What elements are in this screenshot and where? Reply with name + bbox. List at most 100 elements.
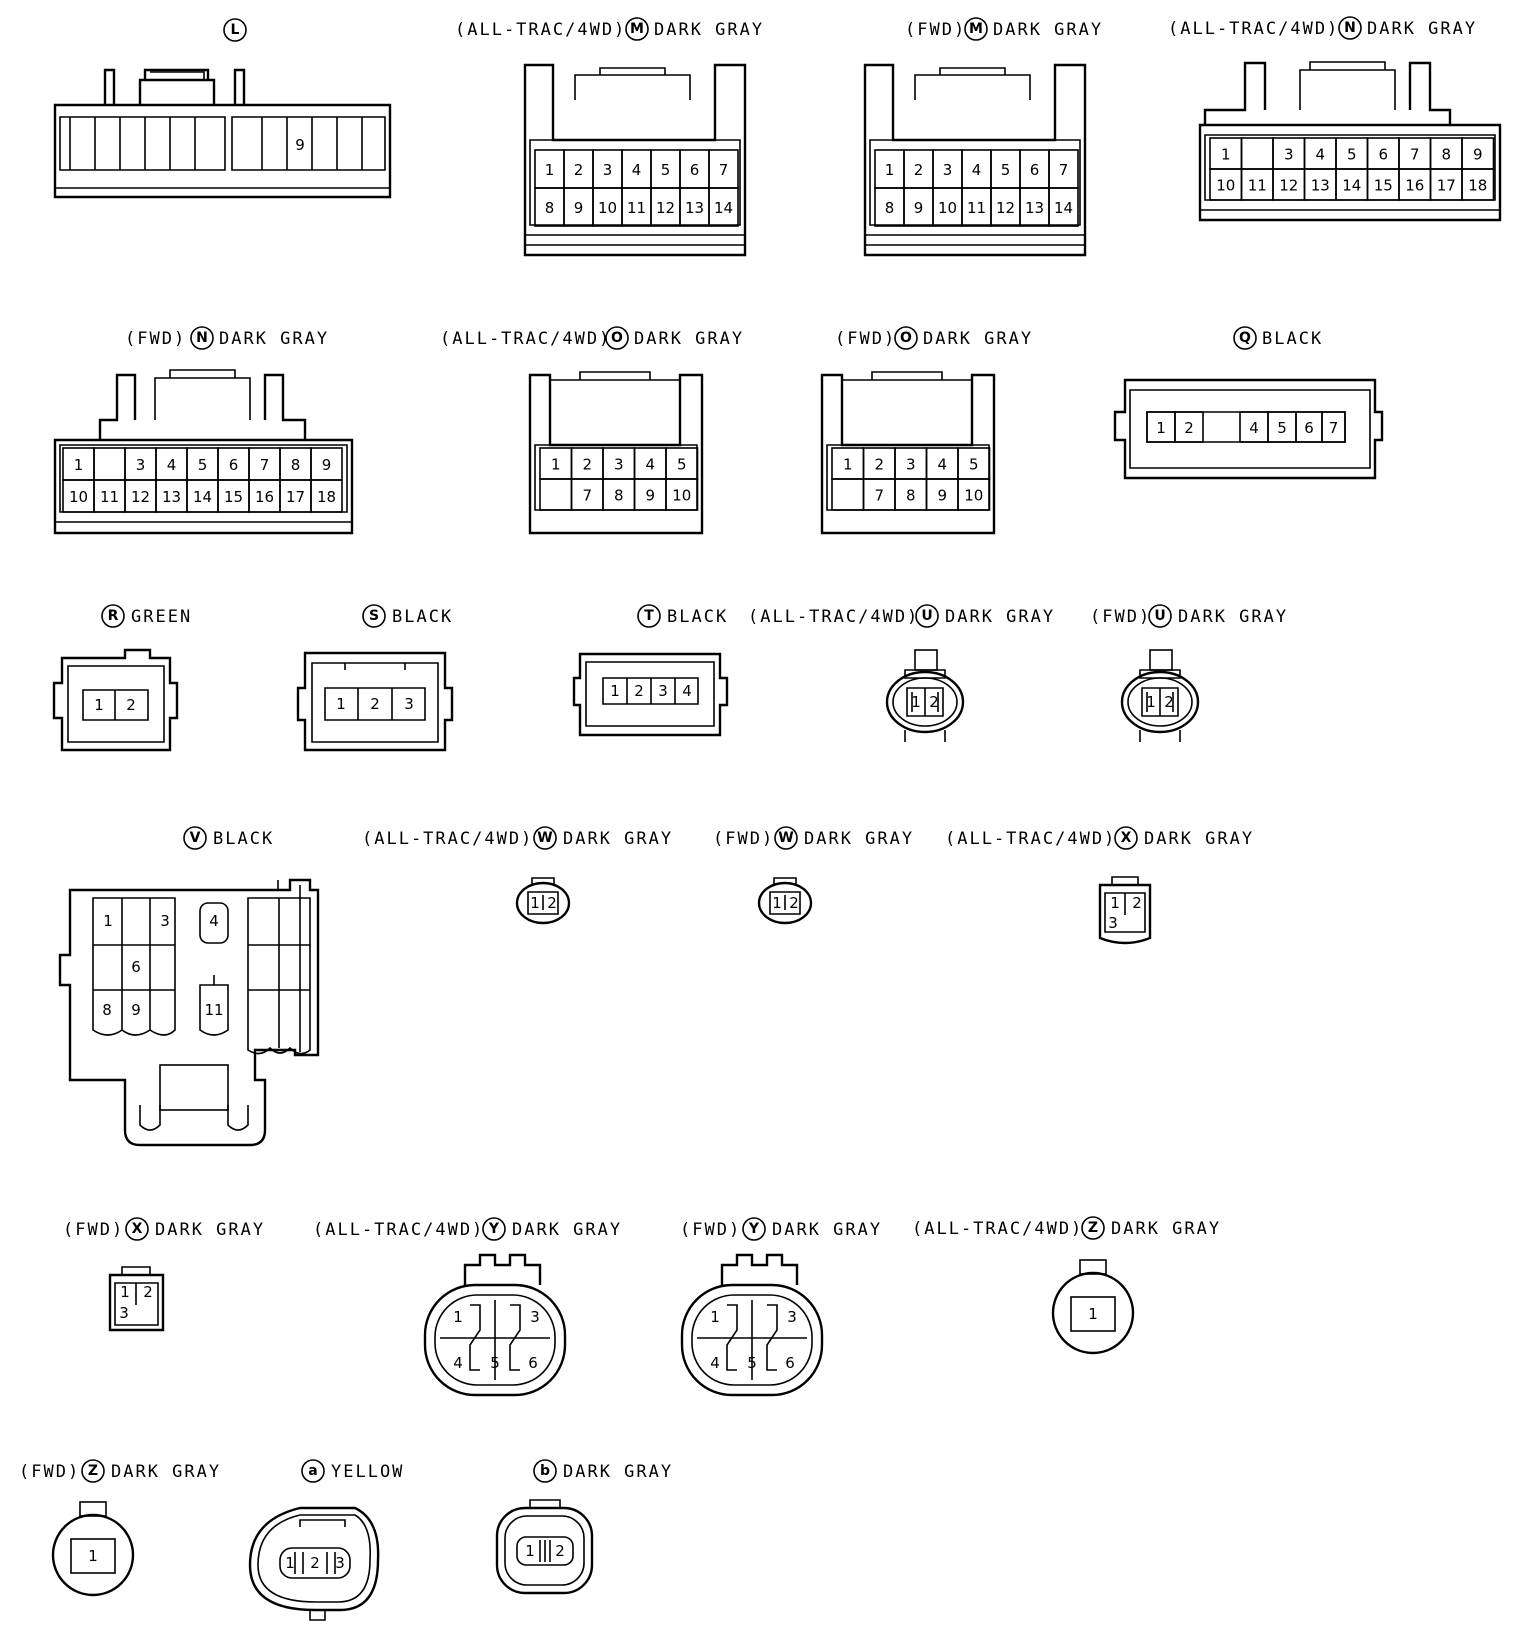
- connector-a-pin: 1: [285, 1554, 295, 1572]
- connector-X2-color: DARK GRAY: [155, 1220, 265, 1240]
- connector-O1-pin: 9: [645, 487, 655, 505]
- connector-N1-pin: 15: [1374, 177, 1393, 195]
- connector-N1-pin: 17: [1437, 177, 1456, 195]
- connector-a-pin: 3: [335, 1554, 345, 1572]
- connector-M2-color: DARK GRAY: [993, 20, 1103, 40]
- connector-N2-color: DARK GRAY: [219, 329, 329, 349]
- connector-Y2-pin: 6: [785, 1354, 795, 1372]
- connector-M1-color: DARK GRAY: [654, 20, 764, 40]
- connector-N2-pin: 14: [193, 488, 212, 506]
- connector-U2: (FWD) U DARK GRAY 1 2: [1090, 604, 1286, 742]
- connector-M2-pin: 14: [1054, 199, 1073, 217]
- connector-Y1-pin: 4: [453, 1354, 463, 1372]
- connector-M1-pin: 12: [656, 199, 675, 217]
- connector-R-pin: 2: [126, 696, 136, 714]
- connector-N1-cell: [1461, 168, 1495, 201]
- connector-M1-pin: 3: [603, 161, 613, 179]
- connector-W1-pin: 2: [547, 894, 557, 912]
- connector-X1-variant: (ALL-TRAC/4WD): [945, 829, 1116, 849]
- connector-Z1-id: Z: [1088, 1220, 1098, 1236]
- connector-O2-pin: 1: [843, 456, 853, 474]
- connector-R-id: R: [108, 608, 119, 624]
- connector-S-color: BLACK: [392, 607, 453, 627]
- connector-S: S BLACK 1 2 3: [296, 604, 454, 752]
- connector-W1-id: W: [537, 830, 552, 846]
- connector-M2-variant: (FWD): [905, 20, 966, 40]
- connector-Y1-variant: (ALL-TRAC/4WD): [313, 1220, 484, 1240]
- connector-N1-pin: 6: [1378, 146, 1388, 164]
- connector-a-id: a: [308, 1463, 317, 1479]
- connector-N2-pin: 1: [74, 456, 84, 474]
- connector-Y2-id: Y: [748, 1221, 760, 1237]
- connector-O2-cell: [957, 478, 991, 511]
- connector-Z1: (ALL-TRAC/4WD) Z DARK GRAY 1: [912, 1216, 1221, 1355]
- connector-O1-pin: 10: [672, 487, 691, 505]
- connector-N2-pin: 18: [317, 488, 336, 506]
- connector-U1-pin: 1: [911, 693, 921, 711]
- connector-M2-cell: [1048, 187, 1079, 227]
- connector-Q-id: Q: [1239, 330, 1251, 346]
- connector-M1-pin: 14: [714, 199, 733, 217]
- connector-Y2: (FWD) Y DARK GRAY 1 3 4 5 6: [680, 1217, 880, 1397]
- connector-X2: (FWD) X DARK GRAY 1 2 3: [63, 1217, 265, 1332]
- connector-Q-pin: 5: [1277, 419, 1287, 437]
- connector-b-id: b: [540, 1463, 550, 1479]
- connector-M1-pin: 7: [719, 161, 729, 179]
- connector-V-pin: 9: [131, 1001, 141, 1019]
- connector-V-pin: 11: [204, 1001, 223, 1019]
- connector-Q-pin: 1: [1156, 419, 1166, 437]
- connector-X1-id: X: [1121, 830, 1132, 846]
- connector-M2-pin: 12: [996, 199, 1015, 217]
- connector-V-pin: 1: [103, 912, 113, 930]
- connector-M2-id: M: [969, 21, 983, 37]
- connector-W1: (ALL-TRAC/4WD) W DARK GRAY 1 2: [362, 826, 671, 925]
- connector-Q-pin: 6: [1304, 419, 1314, 437]
- connector-O1-variant: (ALL-TRAC/4WD): [440, 329, 611, 349]
- connector-b-pin: 1: [525, 1542, 535, 1560]
- connector-N2-pin: 5: [198, 456, 208, 474]
- connector-U2-pin: 2: [1164, 693, 1174, 711]
- connector-b: b DARK GRAY 1 2: [495, 1459, 671, 1595]
- connector-N2-pin: 11: [100, 488, 119, 506]
- connector-M1-id: M: [630, 21, 644, 37]
- connector-Z2-id: Z: [88, 1463, 98, 1479]
- connector-N2-pin: 3: [136, 456, 146, 474]
- connector-T: T BLACK 1 2 3 4: [572, 604, 729, 737]
- connector-O1-pin: 7: [582, 487, 592, 505]
- connector-O2-pin: 5: [969, 456, 979, 474]
- connector-T-pin: 4: [682, 682, 692, 700]
- connector-M2-pin: 1: [885, 161, 895, 179]
- connector-N2-pin: 9: [322, 456, 332, 474]
- connector-M2-pin: 3: [943, 161, 953, 179]
- connector-N1-pin: 12: [1279, 177, 1298, 195]
- connector-W2-pin: 1: [772, 894, 782, 912]
- connector-M2-pin: 4: [972, 161, 982, 179]
- connector-Z1-pin: 1: [1088, 1305, 1098, 1323]
- connector-R-pin: 1: [94, 696, 104, 714]
- connector-a-pin: 2: [310, 1554, 320, 1572]
- connector-U1-id: U: [921, 608, 932, 624]
- connector-M2-pin: 9: [914, 199, 924, 217]
- connector-N1-pin: 10: [1216, 177, 1235, 195]
- connector-V-pin: 4: [209, 912, 219, 930]
- connector-Y1-pin: 6: [528, 1354, 538, 1372]
- connector-N2-variant: (FWD): [125, 329, 186, 349]
- connector-Y1-pin: 1: [453, 1308, 463, 1326]
- connector-S-pin: 2: [370, 695, 380, 713]
- connector-M2-pin: 10: [938, 199, 957, 217]
- connector-W2: (FWD) W DARK GRAY 1 2: [713, 826, 912, 925]
- connector-Z2-color: DARK GRAY: [111, 1462, 221, 1482]
- connector-N2-pin: 7: [260, 456, 270, 474]
- connector-V-color: BLACK: [213, 829, 274, 849]
- connector-M1-pin: 5: [661, 161, 671, 179]
- connector-M1-pin: 1: [545, 161, 555, 179]
- connector-Z1-color: DARK GRAY: [1111, 1219, 1221, 1239]
- connector-N1-id: N: [1344, 20, 1356, 36]
- connector-O1-pin: 1: [551, 456, 561, 474]
- connector-N1-pin: 9: [1473, 146, 1483, 164]
- connector-X1-color: DARK GRAY: [1144, 829, 1254, 849]
- connector-N1-pin: 18: [1468, 177, 1487, 195]
- connector-Y2-pin: 4: [710, 1354, 720, 1372]
